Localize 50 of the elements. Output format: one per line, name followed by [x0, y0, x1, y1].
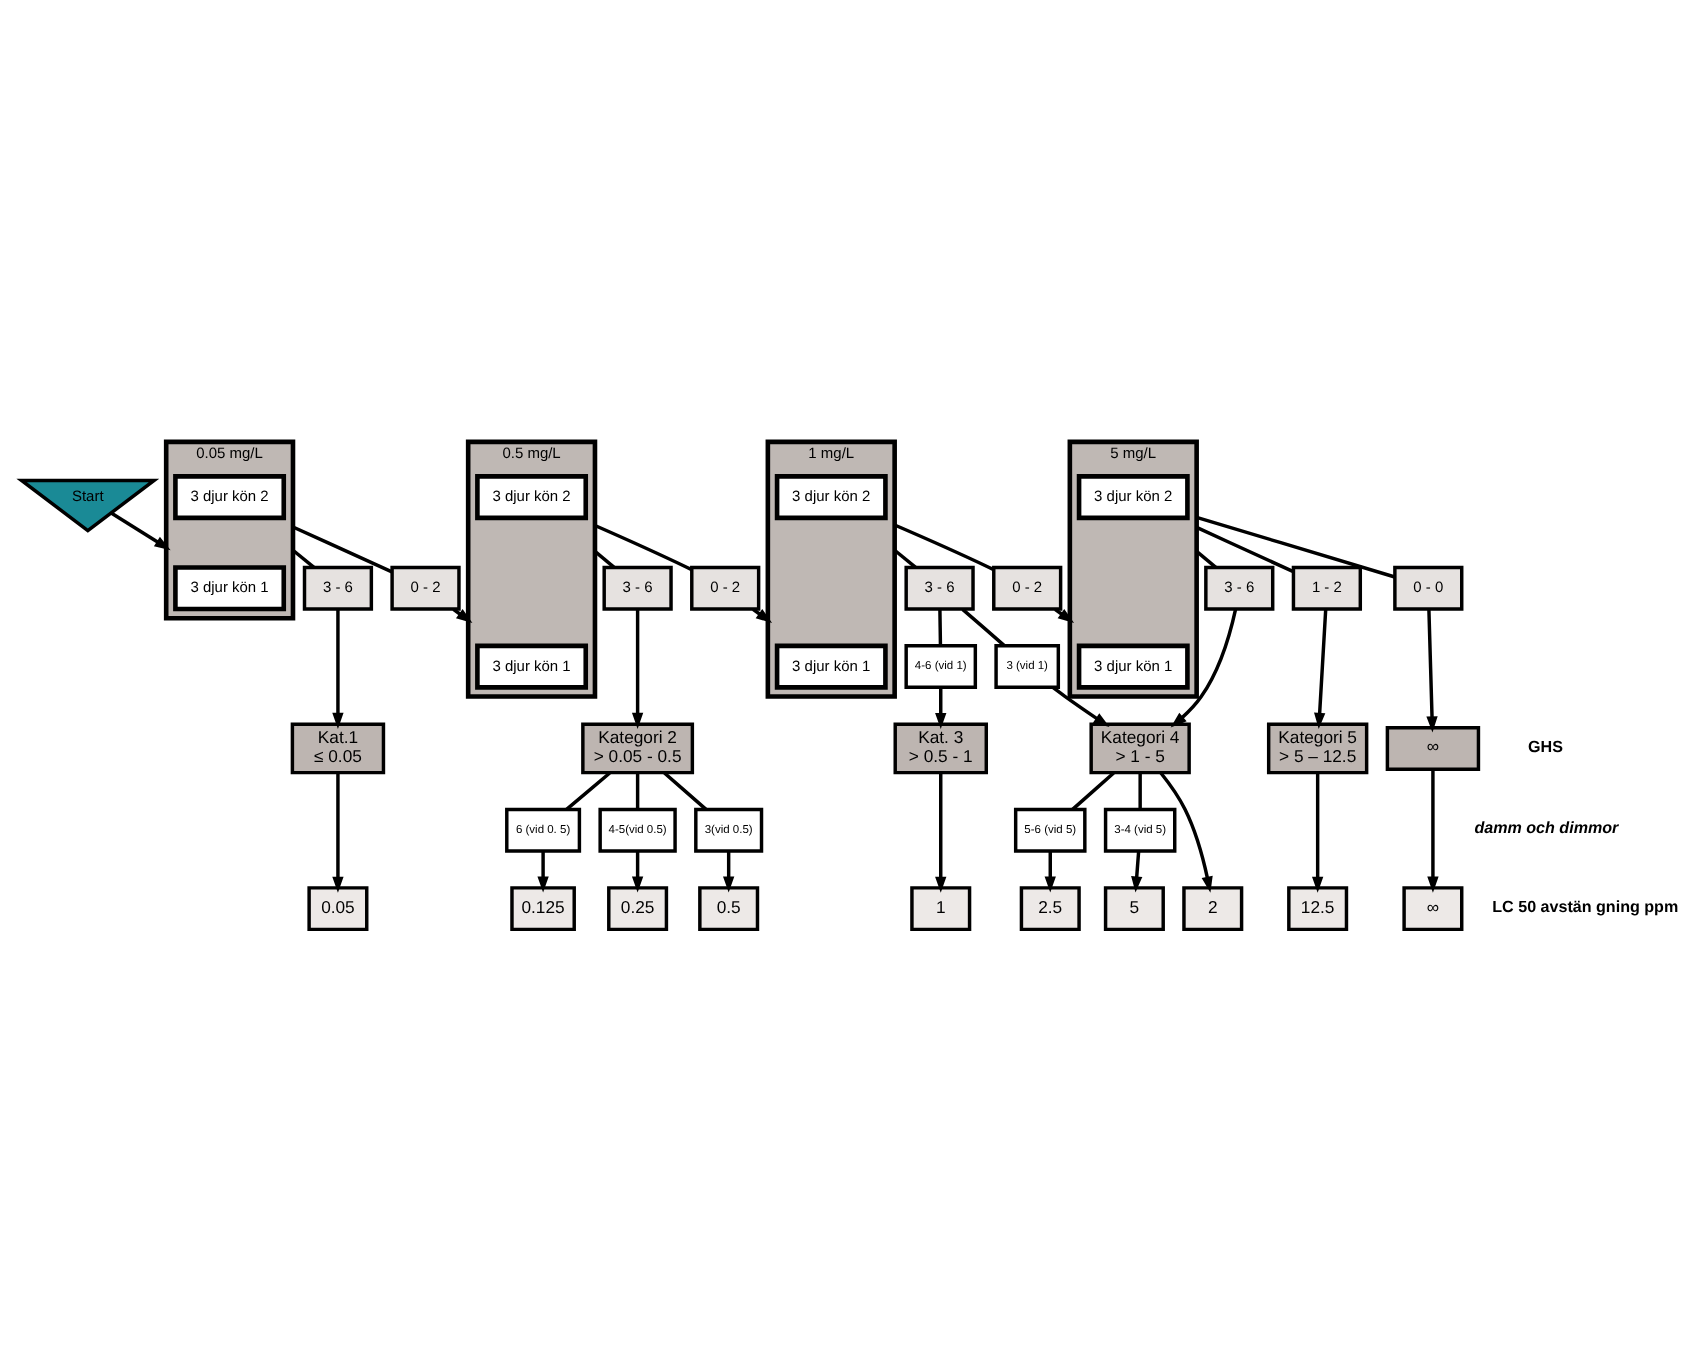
arrow	[1426, 609, 1438, 733]
node-box: Kat. 3 > 0.5 - 1	[893, 722, 988, 775]
connector	[893, 523, 995, 572]
arrow	[110, 511, 171, 551]
node-box: ∞	[1402, 886, 1464, 932]
arrow	[332, 609, 344, 729]
connector	[938, 609, 943, 646]
node-box: Kategori 4 > 1 - 5	[1089, 722, 1191, 775]
node-box: 0.05	[307, 886, 369, 932]
arrow	[631, 851, 644, 893]
connector	[291, 548, 316, 569]
node-box: 2	[1182, 886, 1244, 932]
connector	[961, 608, 1006, 647]
arrow	[935, 772, 947, 893]
connector	[565, 771, 611, 811]
connector	[292, 525, 393, 574]
connector	[593, 550, 616, 569]
connector	[635, 773, 640, 810]
node-box: Kat.1 ≤ 0.05	[290, 722, 386, 775]
node-box: 0.25	[607, 886, 669, 932]
connector	[893, 548, 917, 569]
node-box: 0.125	[510, 886, 576, 932]
arrow	[1170, 608, 1238, 728]
node-box: Kategori 2 > 0.05 - 0.5	[581, 722, 695, 775]
arrow	[537, 851, 549, 893]
node-box: Kategori 5 > 5 – 12.5	[1266, 722, 1369, 775]
connector	[1195, 525, 1295, 574]
arrow	[631, 609, 644, 729]
connector	[1138, 773, 1142, 810]
arrow	[1131, 851, 1143, 893]
arrow	[935, 687, 947, 730]
node-box: 2.5	[1019, 886, 1081, 932]
arrow	[1427, 769, 1439, 893]
arrow	[1044, 851, 1056, 893]
node-box: 1	[910, 886, 972, 932]
connector	[1071, 771, 1115, 811]
node-box: 12.5	[1287, 886, 1349, 932]
arrow	[723, 851, 735, 893]
connector	[594, 523, 693, 572]
arrow	[332, 772, 344, 893]
arrow	[1159, 771, 1213, 893]
connector	[1195, 550, 1217, 569]
node-box: 5	[1103, 886, 1165, 932]
connector	[663, 771, 708, 811]
arrow	[1051, 686, 1110, 728]
connector	[1196, 515, 1396, 579]
node-box: 0.5	[698, 886, 760, 932]
arrow	[1312, 772, 1324, 893]
node-box: ∞	[1385, 725, 1481, 771]
arrow	[1314, 608, 1328, 729]
